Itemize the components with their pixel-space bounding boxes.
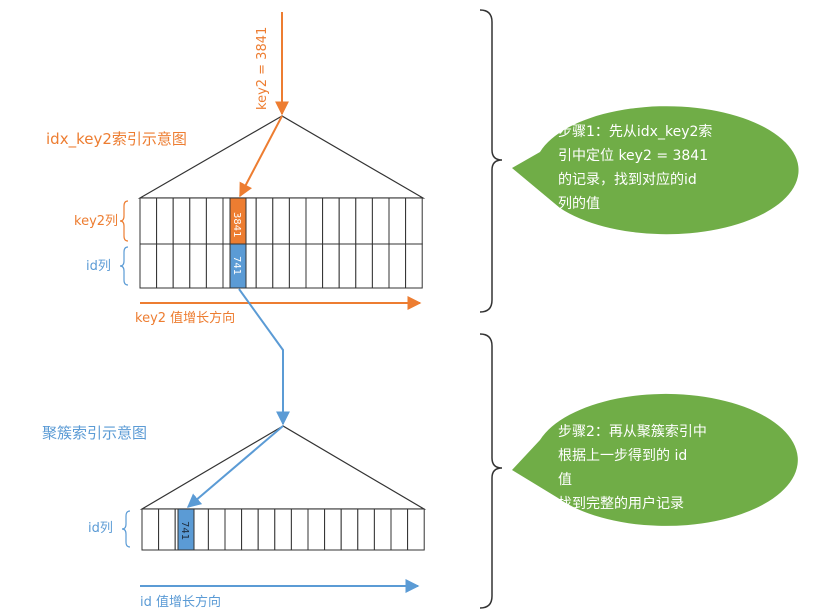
key2-row-brace bbox=[119, 200, 129, 242]
leaf-cell bbox=[371, 197, 390, 245]
leaf-cell bbox=[405, 243, 423, 289]
leaf-cell bbox=[272, 197, 290, 245]
clustered-id-row-brace bbox=[121, 510, 131, 548]
id-highlight-cell bbox=[229, 243, 247, 289]
leaf-cell bbox=[305, 243, 324, 289]
bottom-diagram-title: 聚簇索引示意图 bbox=[42, 424, 147, 442]
leaf-cell bbox=[189, 243, 207, 289]
leaf-cell bbox=[338, 197, 357, 245]
leaf-cell bbox=[357, 508, 375, 551]
top-tree-triangle bbox=[137, 115, 426, 199]
step1-line: 步骤1：先从idx_key2索 bbox=[558, 123, 712, 140]
id-growth-label: id 值增长方向 bbox=[140, 594, 221, 610]
clustered-id-highlight-value: 741 bbox=[179, 521, 190, 540]
top-diagram-title: idx_key2索引示意图 bbox=[46, 130, 187, 149]
key2-highlight-value: 3841 bbox=[231, 212, 242, 237]
leaf-cell bbox=[324, 508, 342, 551]
step1-line: 列的值 bbox=[558, 196, 600, 212]
leaf-cell bbox=[156, 197, 174, 245]
leaf-cell bbox=[388, 197, 407, 245]
leaf-cell bbox=[373, 508, 392, 551]
leaf-cell bbox=[388, 243, 407, 289]
svg-text:步骤1：先从idx_key2索 引中定位 key2: 步骤1：先从idx_key2索 引中定位 key2 = 3841 的记录，找到对… bbox=[558, 123, 717, 212]
leaf-cell bbox=[156, 243, 174, 289]
bottom-search-arrow bbox=[186, 425, 284, 508]
step2-line: 值 bbox=[558, 472, 572, 488]
step2-line: 找到完整的用户记录 bbox=[558, 495, 684, 512]
leaf-cell bbox=[288, 243, 307, 289]
leaf-cell bbox=[158, 508, 176, 551]
clustered-id-highlight-cell bbox=[177, 508, 195, 551]
leaf-cell bbox=[141, 508, 160, 551]
leaf-cell bbox=[305, 197, 324, 245]
leaf-cell bbox=[338, 243, 357, 289]
clustered-id-row-label: id列 bbox=[88, 521, 113, 536]
step1-line: 的记录，找到对应的id bbox=[558, 171, 697, 188]
leaf-cell bbox=[255, 243, 274, 289]
leaf-cell bbox=[205, 243, 224, 289]
leaf-cell bbox=[172, 243, 191, 289]
leaf-cell bbox=[172, 197, 191, 245]
bottom-leaf-grid bbox=[141, 508, 425, 551]
leaf-cell bbox=[189, 197, 207, 245]
step1-bracket bbox=[479, 9, 503, 313]
leaf-cell bbox=[407, 508, 425, 551]
leaf-cell bbox=[307, 508, 326, 551]
key2-row-label: key2列 bbox=[74, 214, 118, 229]
step2-bubble bbox=[512, 393, 798, 526]
leaf-cell bbox=[322, 243, 340, 289]
leaf-cell bbox=[355, 197, 373, 245]
id-row-label: id列 bbox=[86, 259, 111, 274]
leaf-cell bbox=[257, 508, 276, 551]
leaf-cell bbox=[139, 197, 158, 245]
leaf-cell bbox=[290, 508, 309, 551]
step1-line: 引中定位 key2 = 3841 bbox=[558, 148, 708, 164]
leaf-cell bbox=[224, 508, 243, 551]
leaf-cell bbox=[390, 508, 409, 551]
leaf-cell bbox=[139, 243, 158, 289]
leaf-cell bbox=[322, 197, 340, 245]
leaf-cell bbox=[272, 243, 290, 289]
leaf-cell bbox=[241, 508, 259, 551]
lookup-label: key2 = 3841 bbox=[255, 27, 270, 110]
leaf-cell bbox=[405, 197, 423, 245]
step2-line: 步骤2：再从聚簇索引中 bbox=[558, 423, 707, 440]
leaf-cell bbox=[207, 508, 226, 551]
key2-growth-label: key2 值增长方向 bbox=[135, 310, 235, 326]
bottom-tree-triangle bbox=[139, 425, 427, 510]
leaf-cell bbox=[340, 508, 359, 551]
leaf-cell bbox=[205, 197, 224, 245]
svg-text:步骤2：再从聚簇索引中 根据上一步得到的 id: 步骤2：再从聚簇索引中 根据上一步得到的 id 值 找到完整的用户记录 bbox=[558, 423, 711, 512]
id-row-brace bbox=[119, 246, 129, 286]
step2-bracket bbox=[479, 333, 503, 609]
top-search-arrow bbox=[239, 115, 283, 198]
step2-line: 根据上一步得到的 id bbox=[558, 447, 687, 464]
top-leaf-grid bbox=[139, 197, 423, 289]
id-highlight-value: 741 bbox=[231, 256, 242, 275]
leaf-cell bbox=[355, 243, 373, 289]
leaf-cell bbox=[255, 197, 274, 245]
leaf-cell bbox=[288, 197, 307, 245]
leaf-cell bbox=[274, 508, 292, 551]
connector-arrow bbox=[238, 288, 290, 426]
step1-bubble bbox=[512, 106, 799, 235]
leaf-cell bbox=[371, 243, 390, 289]
